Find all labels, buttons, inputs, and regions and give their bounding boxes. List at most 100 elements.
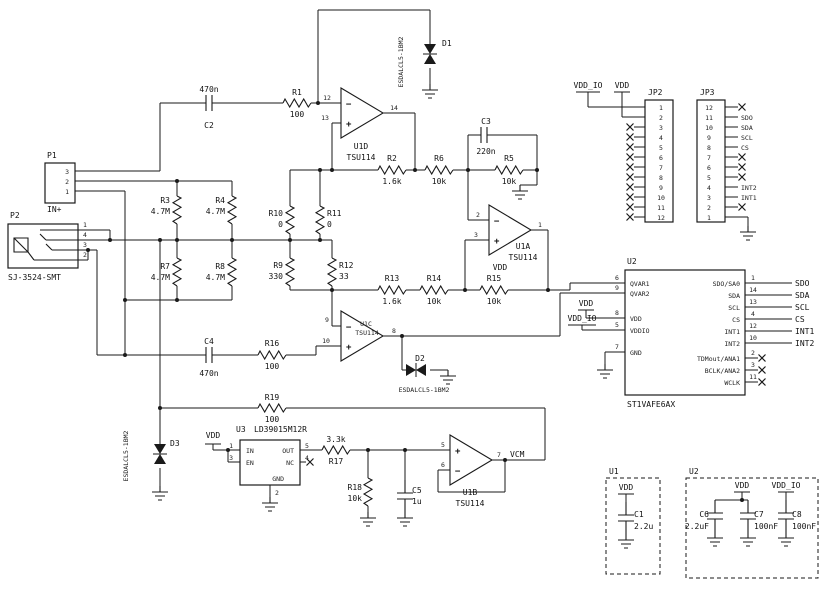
- u3-pin-num: 5: [305, 442, 309, 450]
- u2-pin-name: QVAR2: [630, 290, 650, 298]
- jp3-pin: 10: [705, 124, 713, 132]
- chip-u2: U2 ST1VAFE6AX QVAR1 QVAR2 VDD VDDIO GND …: [568, 257, 815, 409]
- r9-value: 330: [269, 272, 284, 281]
- p1-ref: P1: [47, 151, 57, 160]
- decap-vdd-flag: VDD: [619, 483, 634, 492]
- r2-ref: R2: [387, 154, 397, 163]
- r11-value: 0: [327, 220, 332, 229]
- wire-top-rail: [160, 9, 431, 104]
- jp3-pin: 1: [707, 214, 711, 222]
- r17-ref: R17: [329, 457, 344, 466]
- u3-pin-num: 4: [305, 454, 309, 462]
- jp2-rail-vdd: VDD: [615, 81, 630, 90]
- resistor-r3: R3 4.7M: [151, 195, 182, 225]
- net-label-int2: INT2: [795, 339, 814, 348]
- u2-ref: U2: [627, 257, 637, 266]
- jp2-pin: 1: [659, 104, 663, 112]
- resistor-r13: R13 1.6k: [377, 274, 407, 306]
- resistor-r2: R2 1.6k: [377, 154, 407, 186]
- plus-sign: +: [346, 343, 352, 353]
- net-label-sda: SDA: [795, 291, 810, 300]
- jp3-pin: 12: [705, 104, 713, 112]
- capacitor-c3: C3 220n: [467, 117, 501, 156]
- c8-ref: C8: [792, 510, 802, 519]
- r4-ref: R4: [215, 196, 225, 205]
- u2-pin-name: TDMout/ANA1: [697, 355, 740, 363]
- c8-value: 100nF: [792, 522, 816, 531]
- u3-pin-num: 2: [275, 489, 279, 497]
- minus-sign: −: [494, 217, 500, 227]
- jp2-pin: 7: [659, 164, 663, 172]
- u2-pin-num: 3: [751, 361, 755, 369]
- u2-pin-name: VDDIO: [630, 327, 650, 335]
- plus-sign: +: [455, 447, 461, 457]
- r9-ref: R9: [273, 261, 283, 270]
- jp3-pin: 3: [707, 194, 711, 202]
- u3-pin-num: 3: [229, 454, 233, 462]
- c4-ref: C4: [204, 337, 214, 346]
- jp2-pin: 2: [659, 114, 663, 122]
- u1a-pin: 2: [476, 211, 480, 219]
- c1-value: 2.2u: [634, 522, 653, 531]
- capacitor-c5: C5 1u: [396, 479, 422, 513]
- opamp-u1b: + − 5 6 7 VCM U1B TSU114: [441, 434, 525, 508]
- jp3-net-int2: INT2: [741, 184, 757, 192]
- u1c-ref: U1C: [360, 320, 372, 328]
- u2-vdd-flag: VDD: [579, 299, 594, 308]
- u2-pin-name: SDO/SA0: [713, 280, 740, 288]
- decap-u2-label: U2: [689, 467, 699, 476]
- jp2-pin: 6: [659, 154, 663, 162]
- r7-value: 4.7M: [151, 273, 170, 282]
- c7-value: 100nF: [754, 522, 778, 531]
- c4-value: 470n: [199, 369, 218, 378]
- u1d-part: TSU114: [347, 153, 376, 162]
- u1c-pin: 10: [322, 337, 330, 345]
- r18-ref: R18: [348, 483, 363, 492]
- p2-pin: 2: [83, 251, 87, 259]
- u1d-pin: 12: [323, 94, 331, 102]
- r15-value: 10k: [487, 297, 502, 306]
- c6-ref: C6: [699, 510, 709, 519]
- d2-value: ESDALCL5-1BM2: [399, 386, 450, 394]
- resistor-r16: R16 100: [257, 339, 287, 371]
- wire-u1c-output: [383, 292, 625, 371]
- u1a-vdd-label: VDD: [493, 263, 508, 272]
- jp2-pin: 8: [659, 174, 663, 182]
- c6-value: 2.2uF: [685, 522, 709, 531]
- r5-value: 10k: [502, 177, 517, 186]
- u3-vdd-label: VDD: [206, 431, 221, 440]
- p2-part: SJ-3524-SMT: [8, 273, 61, 282]
- r6-ref: R6: [434, 154, 444, 163]
- u2-pin-name: VDD: [630, 315, 642, 323]
- u2-pin-num: 10: [749, 334, 757, 342]
- u2-pin-num: 14: [749, 286, 757, 294]
- u1a-pin: 3: [474, 231, 478, 239]
- r1-value: 100: [290, 110, 305, 119]
- c5-ref: C5: [412, 486, 422, 495]
- d3-value: ESDALCL5-1BM2: [122, 430, 130, 481]
- r4-value: 4.7M: [206, 207, 225, 216]
- u2-pin-num: 11: [749, 373, 757, 381]
- p2-pin: 3: [83, 241, 87, 249]
- u1d-pin: 14: [390, 104, 398, 112]
- jp2-pin: 4: [659, 134, 663, 142]
- d1-ref: D1: [442, 39, 452, 48]
- capacitor-c4: C4 470n: [192, 337, 226, 378]
- u1c-part: TSU114: [355, 329, 379, 337]
- resistor-r5: R5 10k: [494, 154, 524, 186]
- u2-pin-name: QVAR1: [630, 280, 650, 288]
- u1c-pin: 9: [325, 316, 329, 324]
- u1b-pin: 7: [497, 451, 501, 459]
- plus-sign: +: [346, 120, 352, 130]
- p1-pin: 3: [65, 168, 69, 176]
- regulator-u3: U3 LD39015M12R VDD IN EN OUT NC GND 1 3 …: [206, 425, 309, 497]
- header-jp2: JP2 VDD_IO VDD 1 2 3 4 5 6 7 8 9 10 11 1…: [574, 81, 674, 223]
- u2-pin-name: CS: [732, 316, 740, 324]
- r16-ref: R16: [265, 339, 280, 348]
- u2-pin-num: 1: [751, 274, 755, 282]
- u1d-ref: U1D: [354, 142, 369, 151]
- u2-pin-name: INT1: [724, 328, 740, 336]
- c7-ref: C7: [754, 510, 764, 519]
- r10-value: 0: [278, 220, 283, 229]
